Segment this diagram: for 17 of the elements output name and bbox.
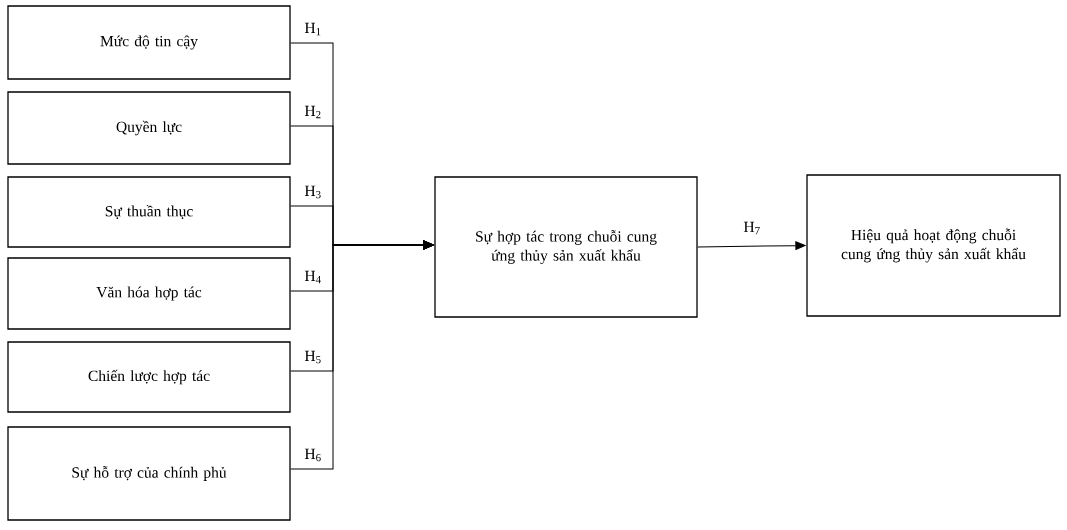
edge-label: H$_{2}$	[303, 104, 323, 120]
factor-box: Mức độ tin cậy	[7, 5, 291, 80]
factor-box: Sự hỗ trợ của chính phủ	[7, 426, 291, 521]
edge-label: H$_{1}$	[303, 21, 323, 37]
edge-label: H$_{3}$	[303, 184, 323, 200]
edge-label: H$_{4}$	[303, 269, 323, 285]
outcome-box: Hiệu quả hoạt động chuỗi cung ứng thủy sản xuất khẩu	[806, 174, 1061, 317]
outcome-box: Sự hợp tác trong chuỗi cung ứng thủy sản xuất khẩu	[434, 176, 698, 318]
edge-label: H$_{7}$	[742, 220, 762, 236]
arrow	[290, 240, 434, 470]
arrow	[697, 241, 806, 250]
edge-label: H$_{6}$	[303, 447, 323, 463]
factor-box: Quyền lực	[7, 91, 291, 165]
factor-box: Sự thuần thục	[7, 176, 291, 248]
edge-label: H$_{5}$	[303, 349, 323, 365]
factor-box: Chiến lược hợp tác	[7, 341, 291, 413]
factor-box: Văn hóa hợp tác	[7, 257, 291, 330]
